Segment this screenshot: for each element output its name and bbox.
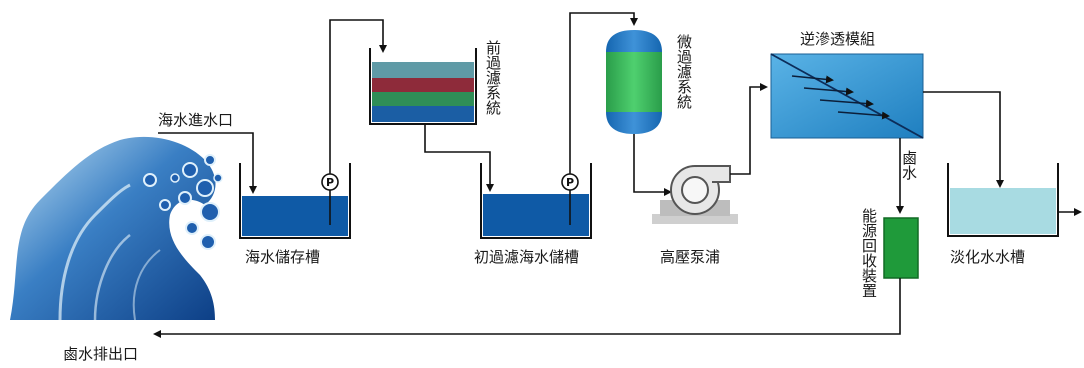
brine-label: 鹵水 xyxy=(900,150,918,180)
inlet-flow-arrow xyxy=(158,132,257,194)
pre-filter-label: 前過濾系統 xyxy=(484,40,502,115)
seawater-tank-label: 海水儲存槽 xyxy=(245,248,320,266)
to-prefilter-arrow xyxy=(329,19,387,174)
to-pump-arrow xyxy=(633,134,672,196)
pump-2-symbol: P xyxy=(566,176,574,189)
tank-water xyxy=(242,196,348,236)
seawater-inlet-label: 海水進水口 xyxy=(158,111,233,129)
freshwater-tank xyxy=(947,163,1059,237)
ro-module xyxy=(770,53,924,139)
energy-recovery-device xyxy=(883,217,919,279)
to-ro-module-arrow xyxy=(730,83,768,175)
micro-filter-vessel xyxy=(606,30,662,134)
pre-filtered-seawater-tank xyxy=(480,163,592,239)
energy-recovery-label: 能源回收裝置 xyxy=(860,208,878,298)
to-freshwater-arrow xyxy=(923,91,1004,188)
brine-return-arrow xyxy=(153,278,901,338)
freshwater-tank-label: 淡化水水槽 xyxy=(950,248,1025,266)
pre-filtered-tank-label: 初過濾海水儲槽 xyxy=(474,248,579,266)
micro-filter-label: 微過濾系統 xyxy=(675,34,693,109)
wave-illustration xyxy=(10,136,223,321)
to-microfilter-arrow xyxy=(569,12,638,174)
to-prefiltered-tank-arrow xyxy=(424,124,494,192)
high-pressure-pump xyxy=(652,165,738,224)
pre-filter-unit xyxy=(369,48,477,125)
pump-1-symbol: P xyxy=(326,176,334,189)
ro-module-label: 逆滲透模組 xyxy=(800,30,875,48)
brine-outlet-label: 鹵水排出口 xyxy=(63,345,138,363)
high-pressure-pump-label: 高壓泵浦 xyxy=(660,248,720,266)
